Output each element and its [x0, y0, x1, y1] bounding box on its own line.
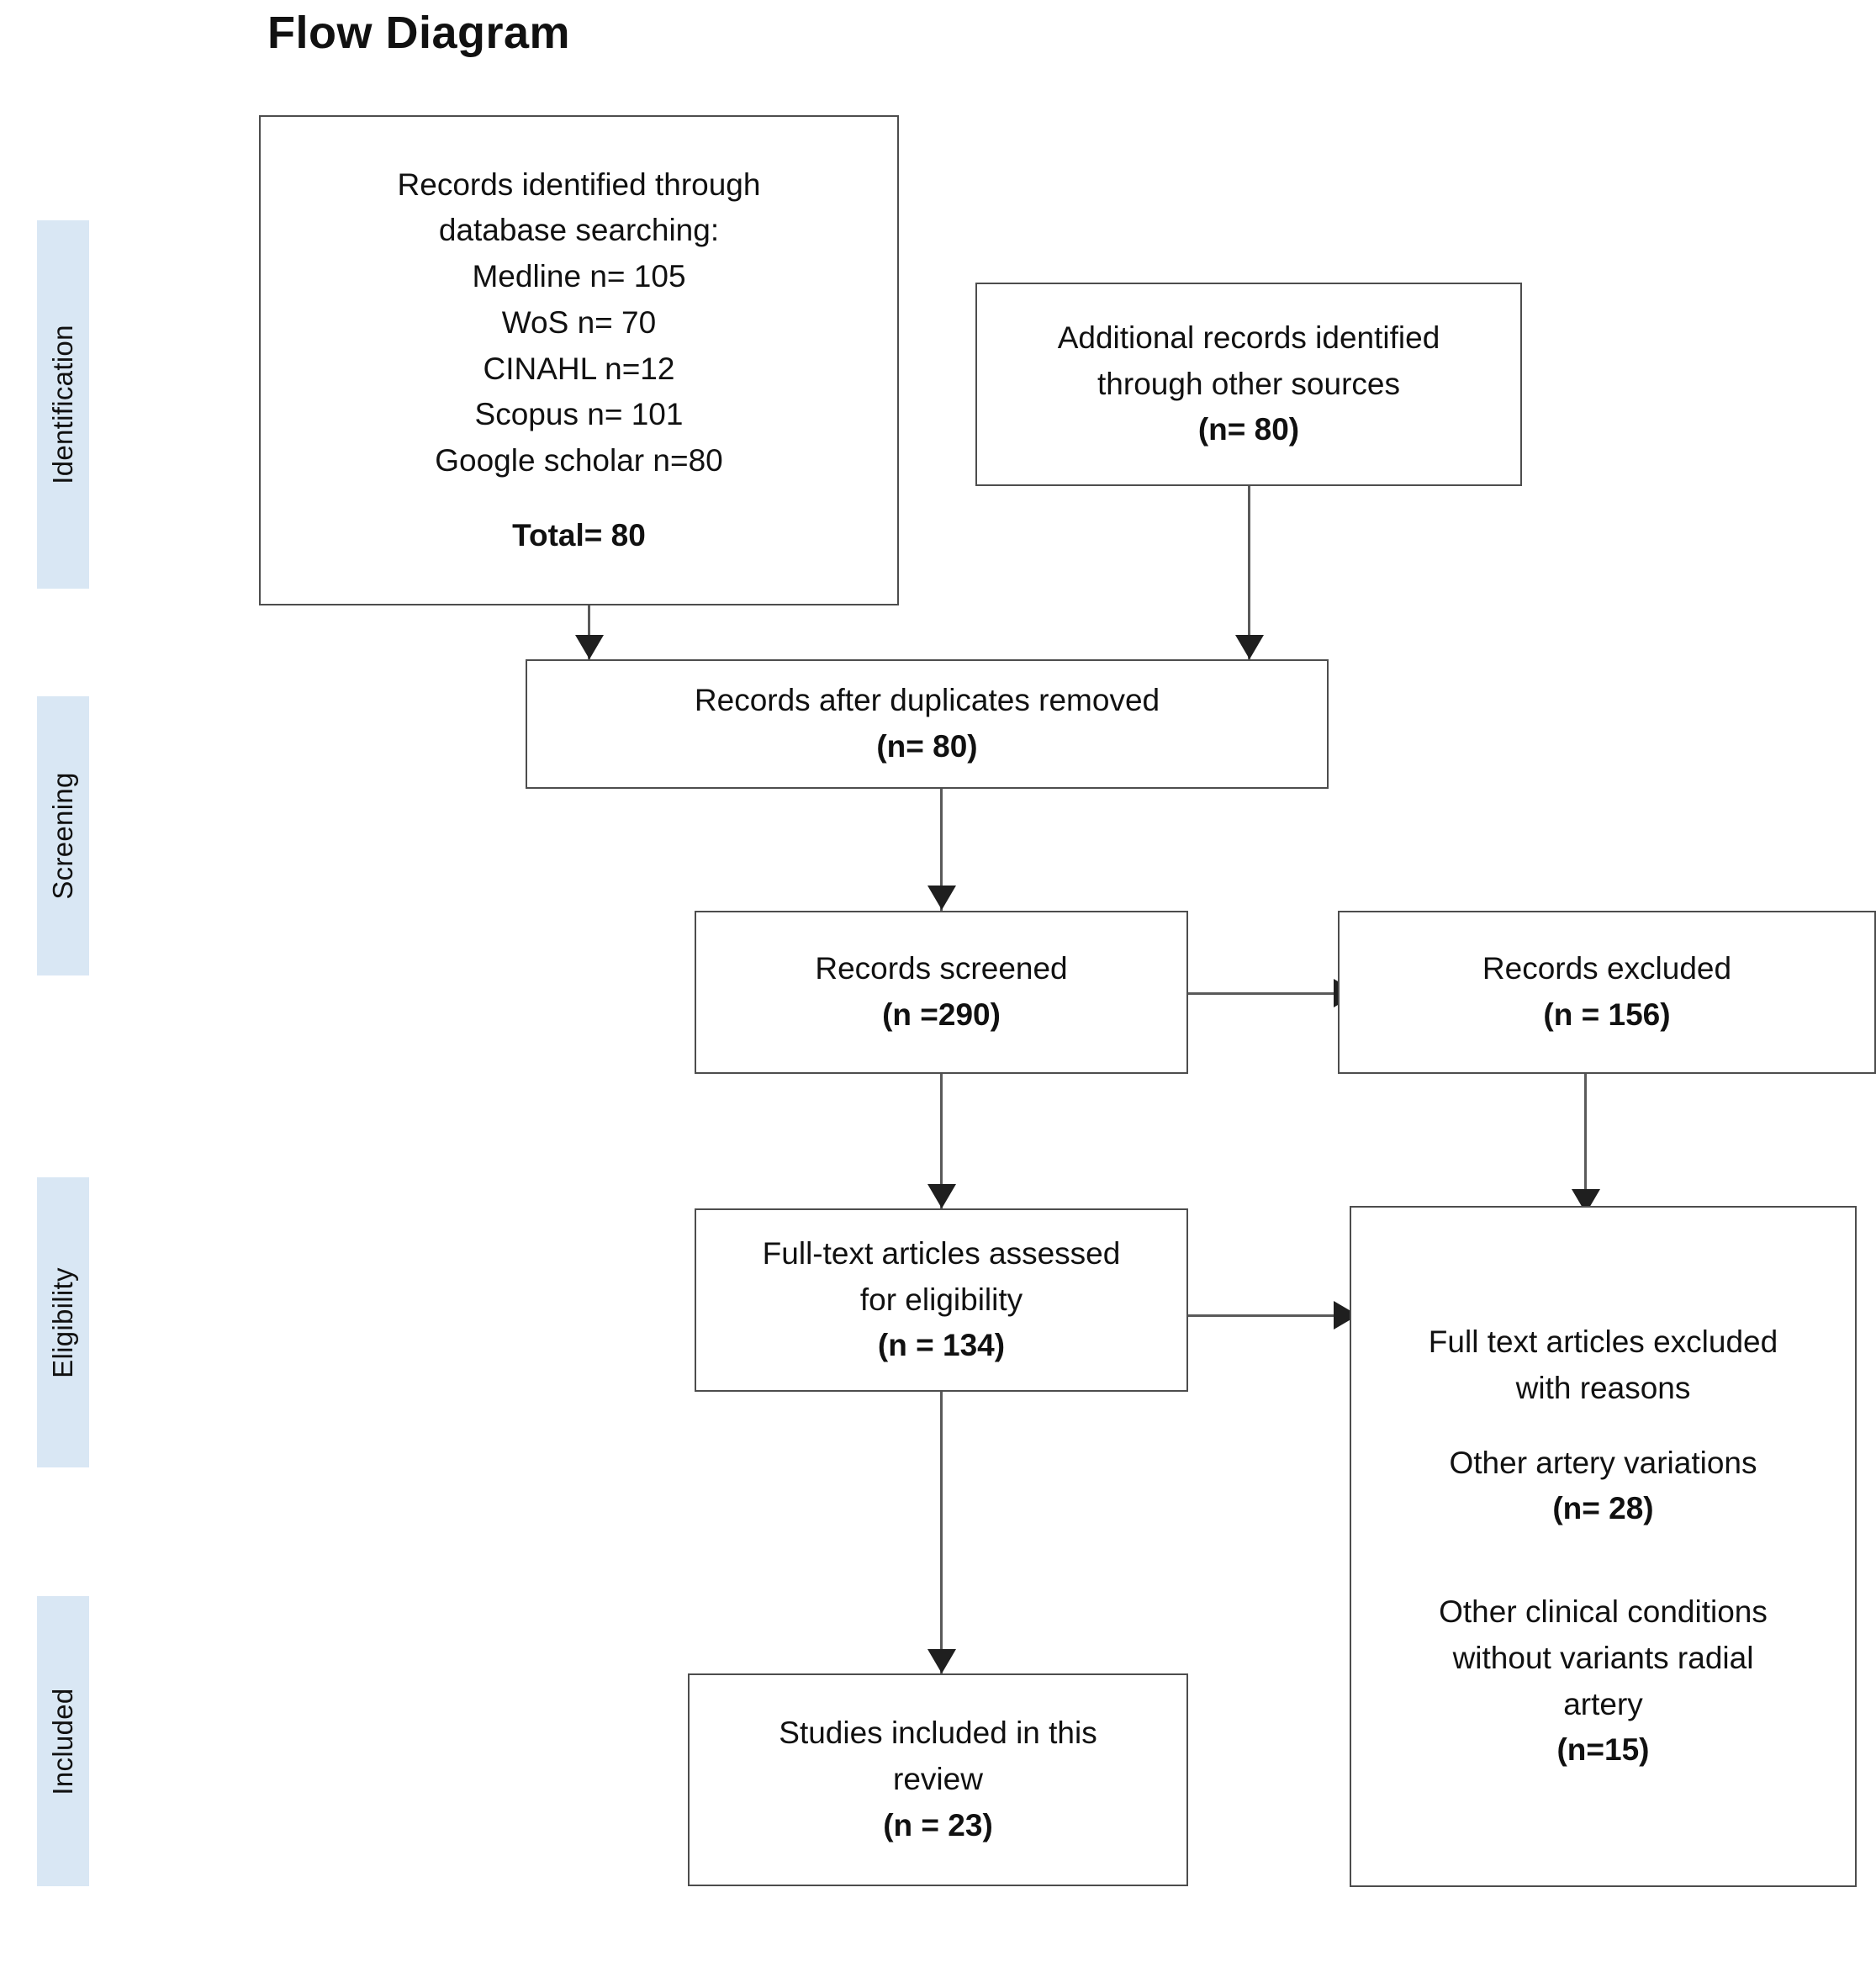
box-line-count: (n = 156): [1543, 997, 1671, 1032]
stage-label-eligibility: Eligibility: [47, 1266, 78, 1378]
box-line-count: (n =290): [882, 997, 1001, 1032]
connector-screened-to-excluded: [1188, 992, 1338, 995]
stage-label-screening: Screening: [47, 772, 78, 900]
box-records-excluded: Records excluded (n = 156): [1338, 911, 1876, 1074]
box-records-screened: Records screened (n =290): [695, 911, 1188, 1074]
box-additional-records: Additional records identified through ot…: [975, 283, 1522, 486]
box-line-count: (n = 134): [877, 1328, 1006, 1363]
connector-duplicates-to-screened: [940, 789, 943, 911]
stage-band-screening: Screening: [37, 696, 89, 975]
box-line-reason: without variants radial: [1452, 1640, 1754, 1675]
arrowhead-fulltext-to-included: [927, 1649, 956, 1673]
box-studies-included: Studies included in this review (n = 23): [688, 1673, 1188, 1886]
box-line: Full text articles excluded: [1428, 1324, 1778, 1359]
box-line: Additional records identified: [1057, 320, 1440, 355]
box-line: for eligibility: [859, 1282, 1023, 1317]
connector-additional-to-duplicates: [1248, 486, 1250, 659]
box-records-after-duplicates: Records after duplicates removed (n= 80): [526, 659, 1329, 789]
page-title: Flow Diagram: [267, 8, 571, 58]
box-line-count: (n= 28): [1552, 1491, 1654, 1526]
box-records-identified-database: Records identified through database sear…: [259, 115, 899, 605]
arrowhead-duplicates-to-screened: [927, 886, 956, 910]
box-line-count: (n= 80): [876, 729, 978, 764]
box-line: Records screened: [815, 951, 1068, 986]
box-line-reason: Other clinical conditions: [1439, 1594, 1768, 1629]
connector-identified-to-duplicates: [588, 605, 590, 659]
box-line: Full-text articles assessed: [762, 1235, 1121, 1271]
box-line: Records after duplicates removed: [694, 683, 1160, 718]
stage-band-identification: Identification: [37, 220, 89, 589]
box-line: Google scholar n=80: [435, 443, 723, 478]
box-line-total: Total= 80: [512, 517, 646, 552]
box-fulltext-assessed: Full-text articles assessed for eligibil…: [695, 1208, 1188, 1392]
arrowhead-identified-to-duplicates: [575, 635, 604, 659]
box-line: through other sources: [1097, 366, 1400, 401]
box-line: Medline n= 105: [472, 259, 686, 293]
box-line-count: (n= 80): [1197, 412, 1300, 447]
box-line: database searching:: [438, 213, 720, 248]
stage-label-identification: Identification: [47, 325, 78, 484]
box-line: with reasons: [1515, 1370, 1691, 1405]
box-line: Records excluded: [1482, 951, 1732, 986]
box-line: WoS n= 70: [501, 304, 657, 340]
box-line-reason: artery: [1563, 1686, 1643, 1721]
stage-band-eligibility: Eligibility: [37, 1177, 89, 1467]
box-line: review: [893, 1762, 983, 1797]
arrowhead-additional-to-duplicates: [1235, 635, 1264, 659]
connector-fulltext-to-excluded-reasons: [1188, 1314, 1338, 1317]
box-line-reason: Other artery variations: [1449, 1445, 1757, 1480]
stage-label-included: Included: [47, 1687, 78, 1795]
box-line: Studies included in this: [779, 1716, 1097, 1751]
box-line-count: (n = 23): [883, 1807, 993, 1842]
box-line: Scopus n= 101: [474, 397, 684, 432]
box-line: Records identified through: [397, 167, 761, 202]
box-fulltext-excluded-reasons: Full text articles excluded with reasons…: [1350, 1206, 1857, 1887]
connector-excluded-to-fulltext-excluded: [1584, 1074, 1587, 1215]
stage-band-included: Included: [37, 1596, 89, 1886]
connector-screened-to-fulltext: [940, 1074, 943, 1208]
connector-fulltext-to-included: [940, 1392, 943, 1673]
box-line: CINAHL n=12: [483, 351, 675, 386]
box-line-count: (n=15): [1556, 1732, 1650, 1768]
arrowhead-screened-to-fulltext: [927, 1184, 956, 1208]
